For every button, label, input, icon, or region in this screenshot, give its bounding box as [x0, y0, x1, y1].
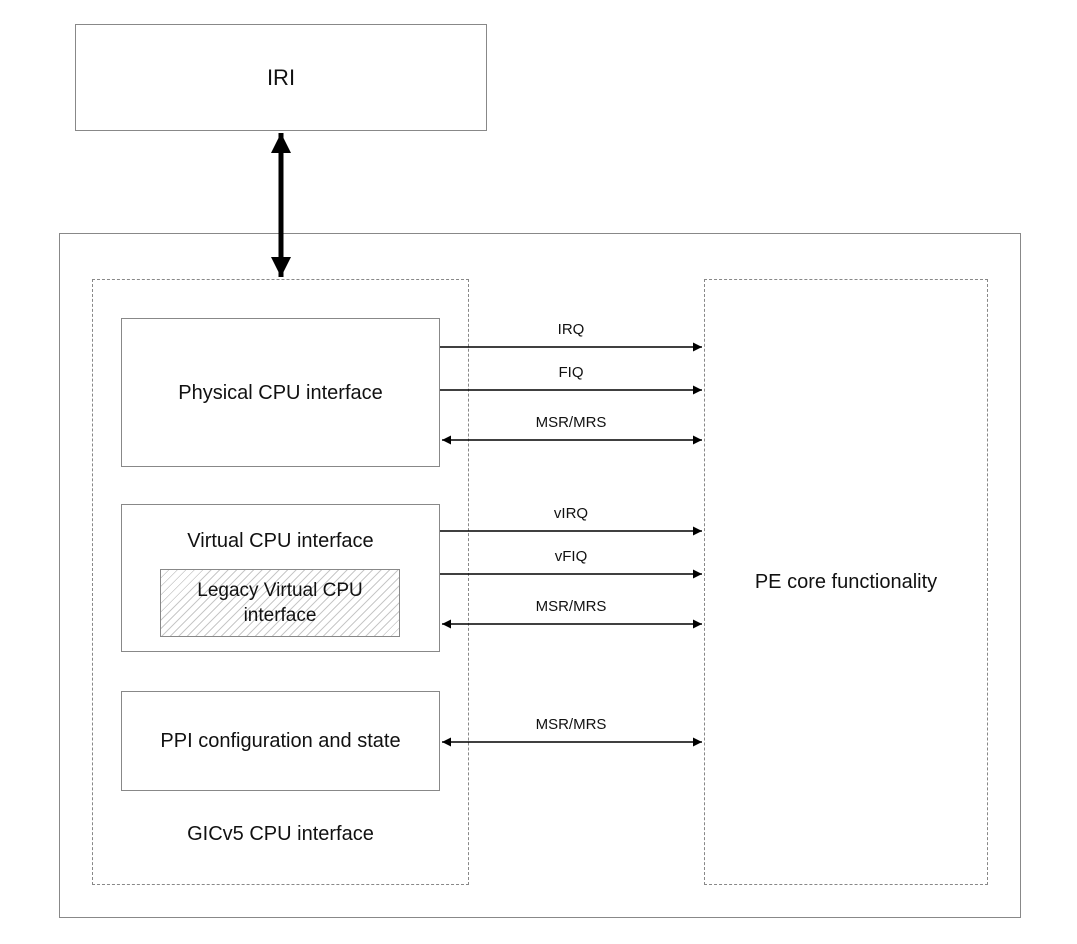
physical-cpu-interface-box: Physical CPU interface — [121, 318, 440, 467]
signal-label-msr-mrs-ppi: MSR/MRS — [535, 716, 607, 733]
gic-cpu-interface-box — [92, 279, 469, 885]
outer-system-box — [59, 233, 1021, 918]
pe-core-box: PE core functionality — [704, 279, 988, 885]
physical-cpu-interface-label: Physical CPU interface — [178, 381, 383, 404]
signal-label-fiq: FIQ — [558, 364, 584, 381]
legacy-virtual-cpu-interface-label: Legacy Virtual CPU interface — [197, 580, 363, 626]
ppi-config-box: PPI configuration and state — [121, 691, 440, 791]
iri-label: IRI — [266, 65, 296, 90]
signal-label-irq: IRQ — [557, 321, 585, 338]
iri-box: IRI — [75, 24, 487, 131]
signal-label-msr-mrs-virtual: MSR/MRS — [535, 598, 607, 615]
signal-label-vfiq: vFIQ — [554, 548, 588, 565]
ppi-config-label: PPI configuration and state — [160, 729, 401, 752]
pe-core-label: PE core functionality — [754, 571, 938, 593]
signal-label-virq: vIRQ — [553, 505, 589, 522]
legacy-virtual-cpu-interface-box: Legacy Virtual CPU interface — [160, 569, 400, 637]
signal-label-msr-mrs-physical: MSR/MRS — [535, 414, 607, 431]
gic-cpu-interface-label: GICv5 CPU interface — [187, 823, 374, 845]
virtual-cpu-interface-label: Virtual CPU interface — [187, 530, 374, 552]
